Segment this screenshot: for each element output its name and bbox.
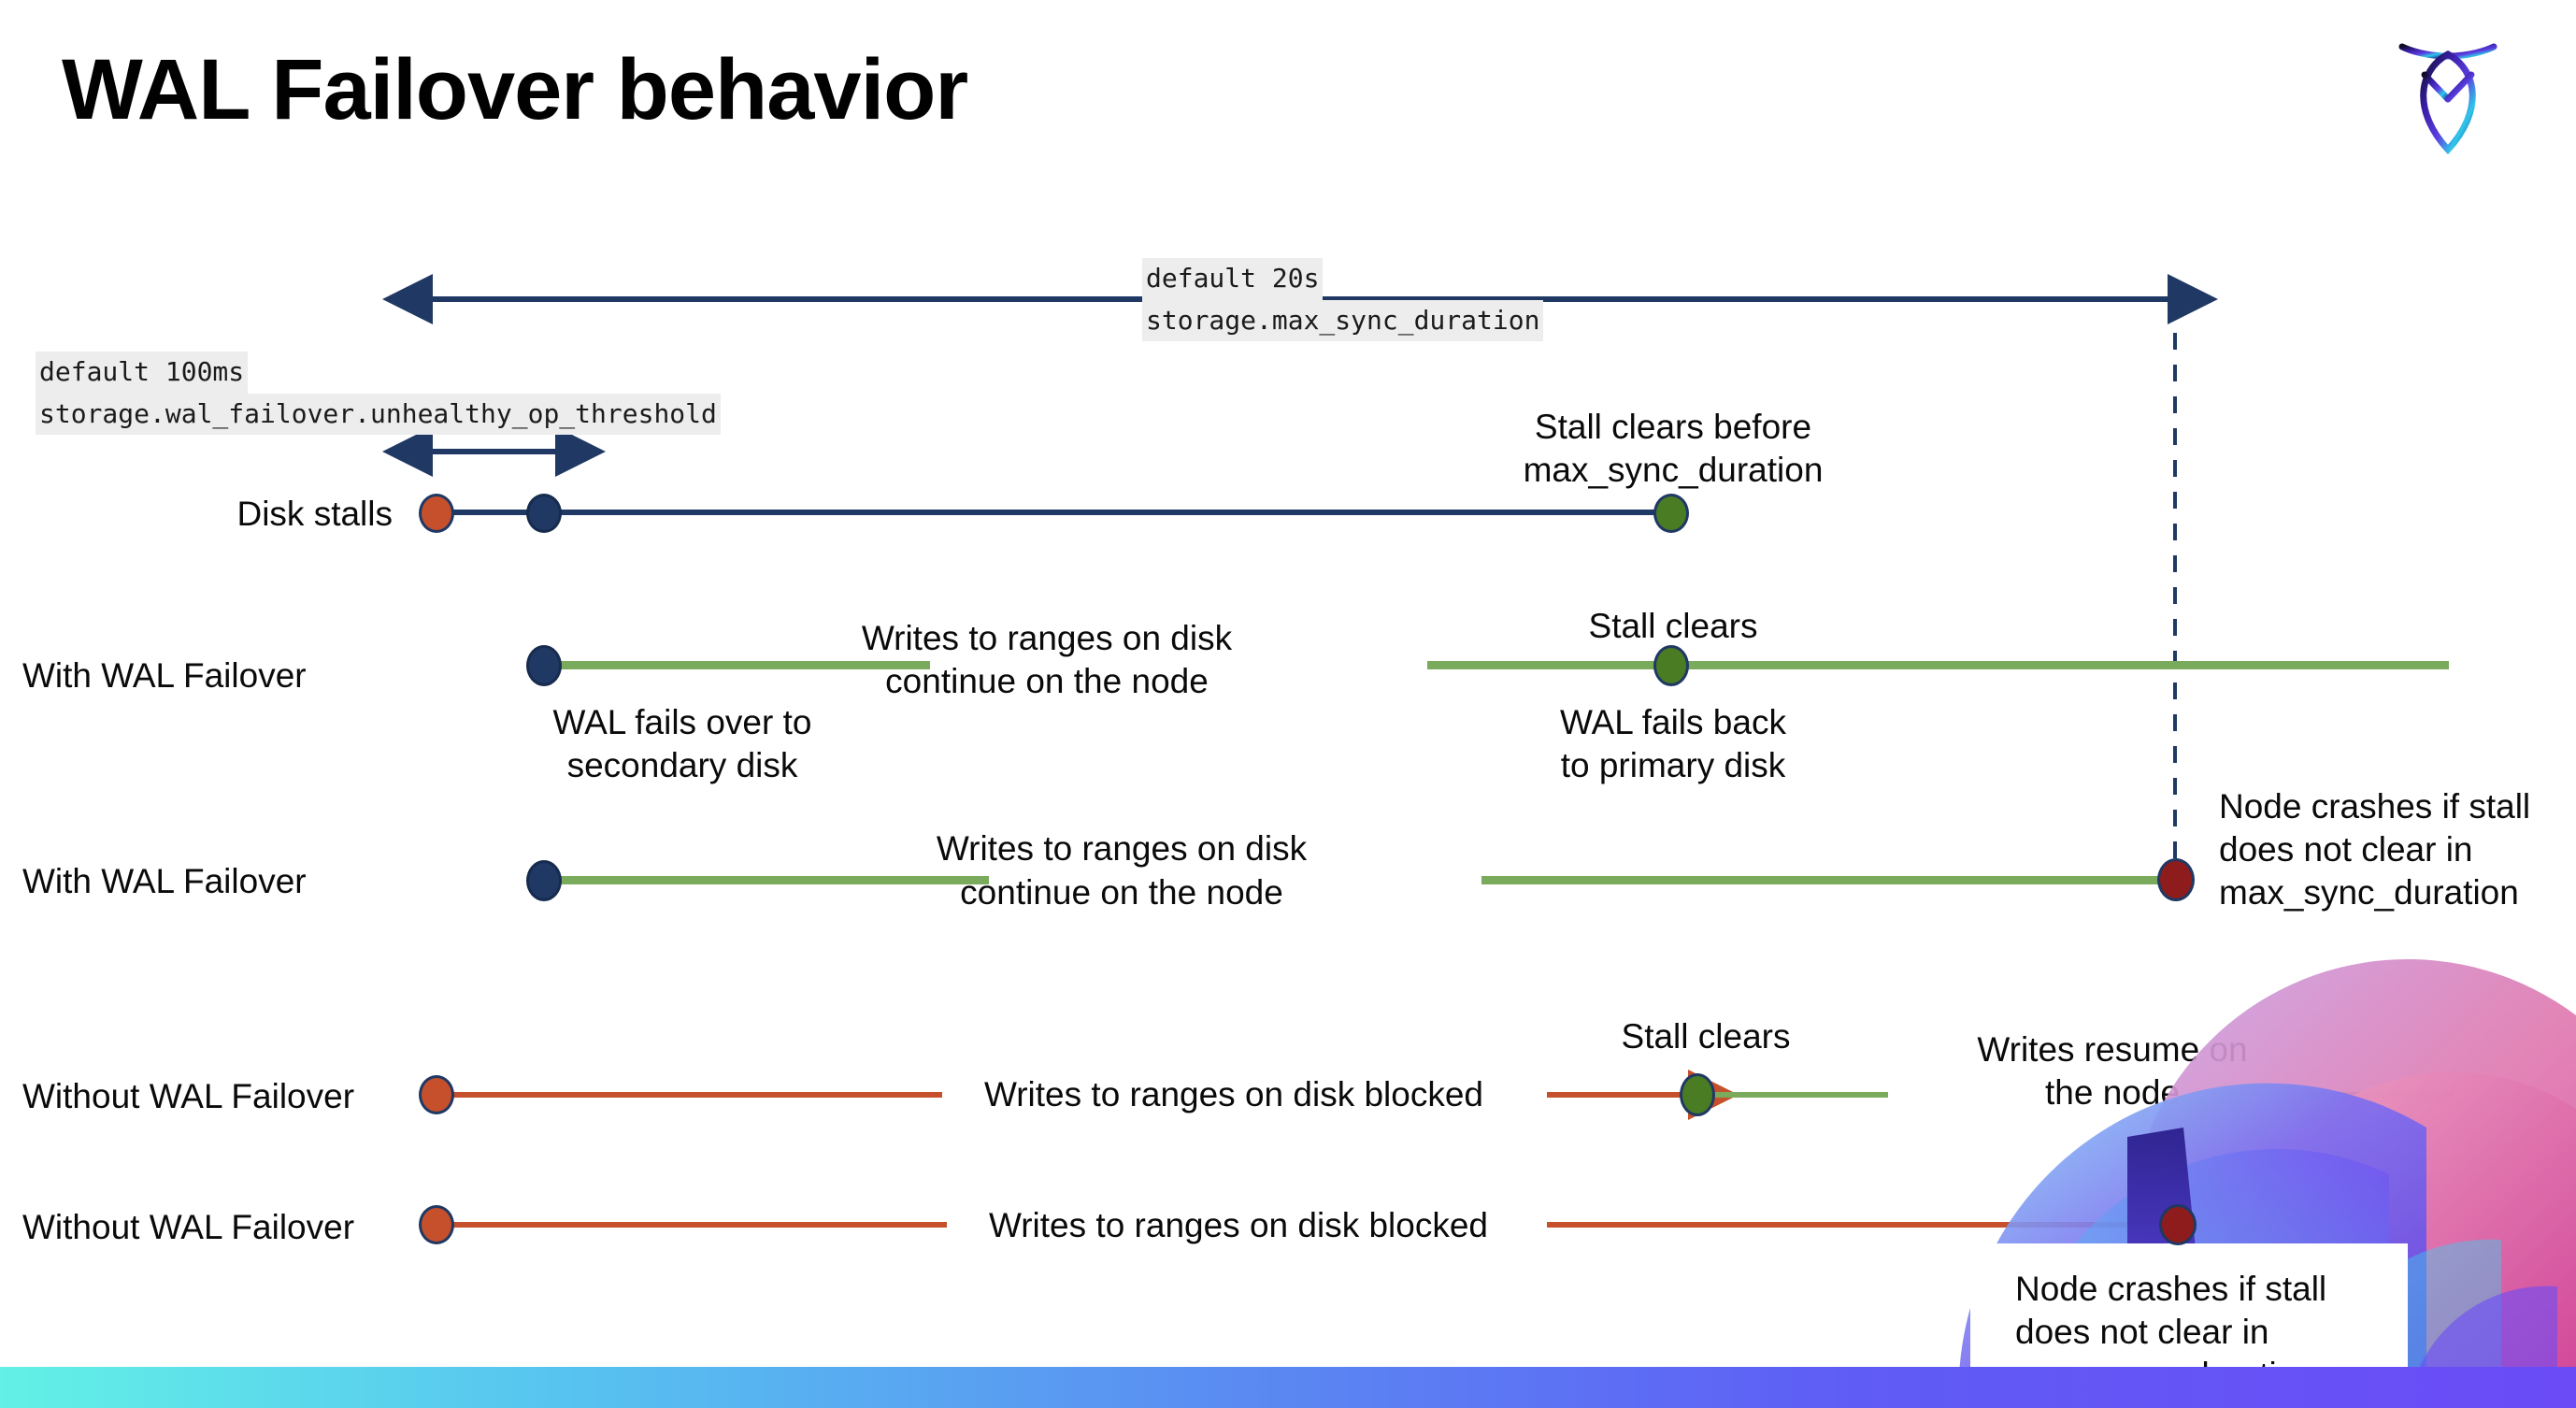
disk-stall-start-dot: [419, 494, 454, 533]
max-sync-duration-default: default 20s: [1142, 258, 1324, 300]
without-1-stall-start-dot: [419, 1075, 454, 1114]
stall-clears-before-note-line2: max_sync_duration: [1523, 451, 1824, 489]
max-sync-duration-key: storage.max_sync_duration: [1142, 299, 1544, 342]
disk-stall-clear-dot: [1653, 494, 1689, 533]
without-2-node-crash-note-line1: Node crashes if stall: [2015, 1270, 2327, 1308]
with-2-node-crash-note-line2: does not clear in: [2219, 830, 2473, 869]
wal-fails-back-note-line2: to primary disk: [1560, 746, 1786, 784]
with-2-green-segment-a: [545, 876, 989, 884]
with-2-mid-note-line2: continue on the node: [960, 873, 1283, 912]
without-2-mid-note: Writes to ranges on disk blocked: [988, 1206, 1489, 1244]
wal-fails-over-note-line2: secondary disk: [566, 746, 798, 784]
stall-clears-before-note-line1: Stall clears before: [1534, 408, 1812, 446]
row-label-with-wal-failover-2: With WAL Failover: [22, 862, 307, 900]
unhealthy-op-threshold-default: default 100ms: [36, 352, 249, 394]
unhealthy-op-threshold-key: storage.wal_failover.unhealthy_op_thresh…: [36, 393, 721, 436]
row-label-with-wal-failover-1: With WAL Failover: [22, 656, 307, 695]
without-2-stall-start-dot: [419, 1205, 454, 1244]
with-1-failover-dot: [526, 645, 562, 686]
page-title: WAL Failover behavior: [62, 42, 968, 137]
with-2-mid-note-line1: Writes to ranges on disk: [936, 829, 1308, 868]
with-1-stall-clear-dot: [1653, 645, 1689, 686]
disk-stalls-line: [437, 510, 1681, 515]
with-2-node-crash-note-line3: max_sync_duration: [2219, 873, 2519, 912]
bottom-gradient-bar: [0, 1367, 2576, 1408]
with-2-node-crash-note-line1: Node crashes if stall: [2219, 787, 2531, 826]
disk-stall-failover-dot: [526, 494, 562, 533]
without-1-green-segment-a: [1705, 1092, 1888, 1098]
cockroachdb-logo-icon: [2389, 26, 2507, 157]
with-1-green-segment-b: [1427, 661, 2449, 669]
without-1-orange-segment: [437, 1092, 942, 1098]
with-1-stall-clears-note: Stall clears: [1588, 607, 1758, 645]
with-2-node-crash-dot: [2157, 858, 2195, 901]
with-1-green-segment-a: [545, 661, 930, 669]
without-2-node-crash-note-line2: does not clear in: [2015, 1313, 2269, 1351]
without-2-node-crash-dot: [2159, 1204, 2197, 1245]
wal-fails-over-note-line1: WAL fails over to: [552, 703, 812, 741]
with-2-failover-dot: [526, 860, 562, 901]
row-label-without-wal-failover-1: Without WAL Failover: [22, 1077, 355, 1115]
with-1-mid-note-line1: Writes to ranges on disk: [861, 619, 1233, 657]
with-1-mid-note-line2: continue on the node: [885, 662, 1209, 700]
without-1-stall-clears-note: Stall clears: [1621, 1017, 1791, 1056]
unhealthy-op-threshold-annotation: default 100ms storage.wal_failover.unhea…: [36, 352, 721, 436]
row-label-disk-stalls: Disk stalls: [236, 495, 393, 533]
without-1-mid-note: Writes to ranges on disk blocked: [983, 1075, 1484, 1113]
without-2-orange-segment: [437, 1222, 947, 1228]
row-label-without-wal-failover-2: Without WAL Failover: [22, 1208, 355, 1246]
without-1-stall-clear-dot: [1680, 1073, 1715, 1116]
max-sync-duration-annotation: default 20s storage.max_sync_duration: [1142, 258, 1544, 342]
wal-fails-back-note-line1: WAL fails back: [1560, 703, 1786, 741]
with-2-green-segment-b: [1481, 876, 2178, 884]
